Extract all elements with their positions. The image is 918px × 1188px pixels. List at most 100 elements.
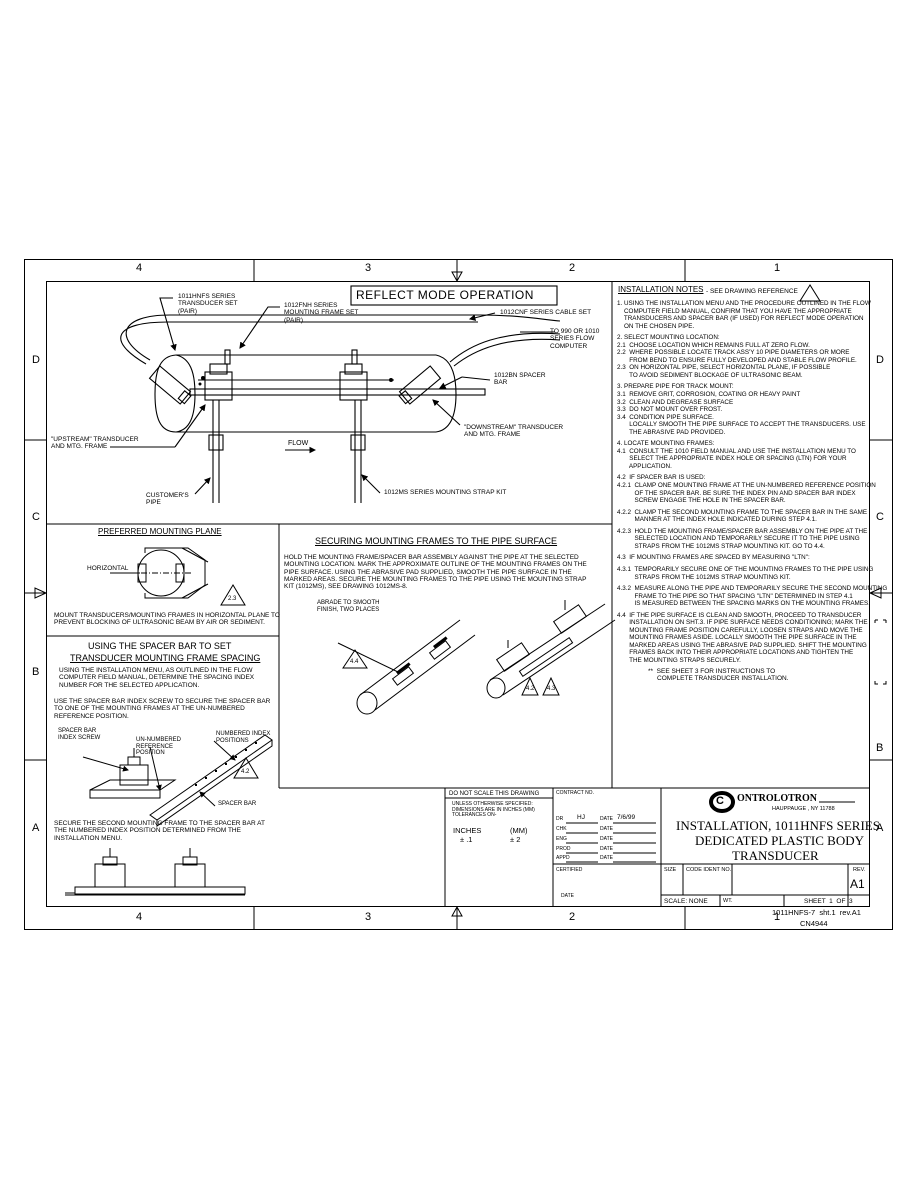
label-frame-set: 1012FNH SERIES MOUNTING FRAME SET (PAIR) <box>284 302 359 324</box>
label-downstream: "DOWNSTREAM" TRANSDUCER AND MTG. FRAME <box>464 424 564 439</box>
note-line: 4.2.2 CLAMP THE SECOND MOUNTING FRAME TO… <box>617 508 868 516</box>
company-name: ONTROLOTRON <box>735 793 820 805</box>
zone-bottom-4: 4 <box>136 911 143 923</box>
note-line: INSTALLATION ON SHT.3. IF PIPE SURFACE N… <box>617 619 868 627</box>
note-line: 4.3.1 TEMPORARILY SECURE ONE OF THE MOUN… <box>617 565 874 573</box>
label-abrade: ABRADE TO SMOOTH FINISH, TWO PLACES <box>317 600 380 613</box>
spacer-bar-illustration <box>65 734 273 896</box>
ref-4-2: 4.2 <box>526 686 535 692</box>
label-mm: (MM) <box>510 826 528 835</box>
label-upstream: "UPSTREAM" TRANSDUCER AND MTG. FRAME <box>51 436 139 451</box>
note-line: 4. LOCATE MOUNTING FRAMES: <box>617 440 715 448</box>
note-line: 1. USING THE INSTALLATION MENU AND THE P… <box>617 300 871 307</box>
note-line: 3.4 CONDITION PIPE SURFACE. <box>617 413 714 421</box>
label-spacer-bar-2: SPACER BAR <box>218 801 257 807</box>
note-line: TRANSDUCERS AND SPACER BAR (IF USED) FOR… <box>617 315 864 323</box>
spacer-title-2: TRANSDUCER MOUNTING FRAME SPACING <box>70 653 261 663</box>
zone-right-D: D <box>876 354 884 366</box>
label-transducer-set: 1011HNFS SERIES TRANSDUCER SET (PAIR) <box>178 293 238 315</box>
drawing-title-2: DEDICATED PLASTIC BODY <box>695 833 864 848</box>
note-line: COMPUTER FIELD MANUAL, CONFIRM THAT YOU … <box>617 307 852 315</box>
pipe-dots <box>198 376 393 386</box>
note-line: 4.2 IF SPACER BAR IS USED: <box>617 474 706 482</box>
note-line: MANNER AT THE INDEX HOLE INDICATED DURIN… <box>617 516 817 524</box>
note-line: MOUNTING FRAMES ASIDE. LOCALLY SMOOTH TH… <box>617 634 857 642</box>
zone-bottom-1: 1 <box>774 911 781 923</box>
label-customers-pipe: CUSTOMER'S PIPE <box>146 492 189 507</box>
warning-icon <box>799 284 821 302</box>
drawing-title-3: TRANSDUCER <box>732 848 819 863</box>
drawing-number: 1011HNFS-7 sht.1 rev.A1 <box>772 908 861 917</box>
label-date-cert: DATE <box>561 893 574 899</box>
zone-right-B: B <box>876 742 884 754</box>
zone-top-4: 4 <box>136 262 143 274</box>
note-line: 4.3.2 MEASURE ALONG THE PIPE AND TEMPORA… <box>617 585 888 593</box>
note-line: 2.1 CHOOSE LOCATION WHICH REMAINS FULL A… <box>617 341 810 349</box>
label-scale: SCALE: NONE <box>664 898 708 905</box>
note-line: THE MOUNTING STRAPS SECURELY. <box>617 656 741 664</box>
label-index-screw: SPACER BAR INDEX SCREW <box>58 728 101 741</box>
zone-left-A: A <box>32 822 40 834</box>
note-line: 2. SELECT MOUNTING LOCATION: <box>617 334 720 342</box>
spacer-para-1: USING THE INSTALLATION MENU, AS OUTLINED… <box>59 667 255 689</box>
note-line: 3. PREPARE PIPE FOR TRACK MOUNT: <box>617 383 734 391</box>
note-line: 3.2 CLEAN AND DEGREASE SURFACE <box>617 398 734 406</box>
note-line: LOCALLY SMOOTH THE PIPE SURFACE TO ACCEP… <box>617 421 866 429</box>
label-wt: WT. <box>723 898 733 904</box>
note-line: STRAPS FROM THE 1012MS STRAP MOUNTING KI… <box>617 573 791 581</box>
notes-title: INSTALLATION NOTES <box>618 285 704 294</box>
label-rev: REV. <box>853 867 866 873</box>
zone-left-C: C <box>32 511 40 523</box>
zone-bottom-3: 3 <box>365 911 372 923</box>
change-number: CN4944 <box>800 919 828 928</box>
label-sheet: SHEET 1 OF 3 <box>804 898 853 905</box>
securing-text: HOLD THE MOUNTING FRAME/SPACER BAR ASSEM… <box>284 554 587 591</box>
ref-4-4: 4.4 <box>350 659 359 665</box>
ref-4-3: 4.3 <box>547 686 556 692</box>
label-date-prod: DATE <box>600 846 613 852</box>
note-line: THE ABRASIVE PAD PROVIDED. <box>617 428 726 436</box>
note-line: STRAPS FROM THE 1012MS STRAP MOUNTING KI… <box>617 542 825 550</box>
value-dr: HJ <box>577 814 585 821</box>
note-line: APPLICATION. <box>617 462 672 470</box>
preferred-text: MOUNT TRANSDUCERS/MOUNTING FRAMES IN HOR… <box>54 612 280 627</box>
ref-2-3: 2.3 <box>228 596 237 602</box>
label-date-dr: DATE <box>600 816 613 822</box>
label-dr: DR <box>556 816 564 822</box>
label-inches: INCHES <box>453 826 482 835</box>
label-chk: CHK <box>556 826 567 832</box>
label-date-appd: DATE <box>600 855 613 861</box>
spacer-para-2: USE THE SPACER BAR INDEX SCREW TO SECURE… <box>54 698 271 720</box>
zone-right-C: C <box>876 511 884 523</box>
label-certified: CERTIFIED <box>556 867 583 873</box>
note-line: 4.4 IF THE PIPE SURFACE IS CLEAN AND SMO… <box>617 611 862 619</box>
label-strap-kit: 1012MS SERIES MOUNTING STRAP KIT <box>384 489 507 496</box>
preferred-mounting-illustration <box>110 547 246 606</box>
inner-border <box>46 281 870 907</box>
note-line: 4.2.1 CLAMP ONE MOUNTING FRAME AT THE UN… <box>617 482 876 490</box>
label-horizontal: HORIZONTAL <box>87 565 129 572</box>
note-line: 2.2 WHERE POSSIBLE LOCATE TRACK ASS'Y 10… <box>617 349 850 357</box>
label-date-eng: DATE <box>600 836 613 842</box>
securing-title: SECURING MOUNTING FRAMES TO THE PIPE SUR… <box>315 536 558 546</box>
value-date: 7/6/99 <box>617 814 636 821</box>
label-appd: APPD <box>556 855 570 861</box>
label-cable-set: 1012CNF SERIES CABLE SET <box>500 309 592 316</box>
label-prod: PROD <box>556 846 571 852</box>
label-size: SIZE <box>664 867 677 873</box>
inches-tolerance: ± .1 <box>460 835 473 844</box>
note-line: SCREW ENGAGE THE HOLE IN THE SPACER BAR. <box>617 497 786 505</box>
note-line: SELECTED LOCATION AND TEMPORARILY SECURE… <box>617 535 860 543</box>
tolerances-note: UNLESS OTHERWISE SPECIFIED: DIMENSIONS A… <box>452 801 535 819</box>
note-line: 3.3 DO NOT MOUNT OVER FROST. <box>617 406 723 414</box>
note-line: 3.1 REMOVE GRIT, CORROSION, COATING OR H… <box>617 391 801 399</box>
zone-top-1: 1 <box>774 262 781 274</box>
zone-top-2: 2 <box>569 262 576 274</box>
note-line: FRAMES BACK INTO THEIR APPROPRIATE LOCAT… <box>617 649 854 657</box>
outer-border <box>24 259 893 930</box>
label-to-computer: TO 990 OR 1010 SERIES FLOW COMPUTER <box>550 328 600 350</box>
note-line: IS MEASURED BETWEEN THE SPACING MARKS ON… <box>617 600 870 608</box>
ref-4-2-spacer: 4.2 <box>241 769 250 775</box>
note-line: TO AVOID SEDIMENT BLOCKAGE OF ULTRASONIC… <box>617 371 803 379</box>
mm-tolerance: ± 2 <box>510 835 521 844</box>
